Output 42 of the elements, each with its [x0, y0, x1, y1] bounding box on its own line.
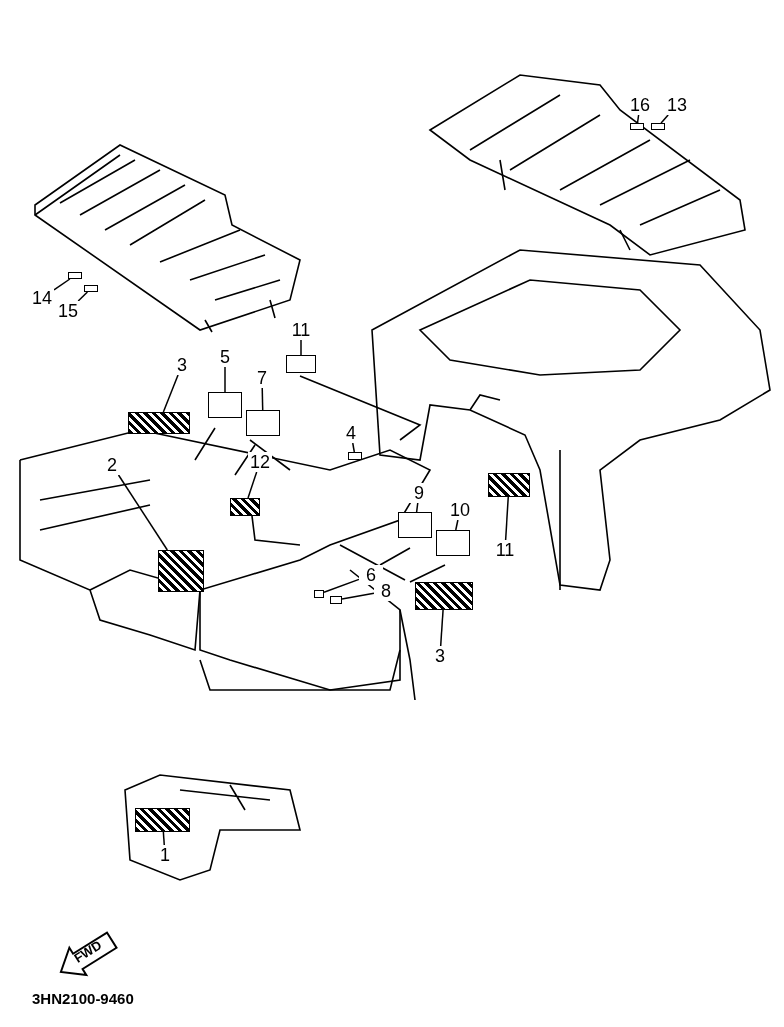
leader-line [504, 496, 509, 541]
leader-line [415, 502, 419, 513]
leader-line [53, 278, 71, 291]
leader-line [455, 519, 459, 531]
decal [630, 123, 644, 130]
leader-line [660, 114, 669, 124]
decal [348, 452, 362, 460]
decal [330, 596, 342, 604]
decal [135, 808, 190, 832]
callout-number: 6 [359, 565, 383, 585]
leader-line [117, 474, 169, 551]
decal [651, 123, 665, 130]
decal [208, 392, 242, 418]
leader-line [261, 387, 264, 411]
part-code: 3HN2100-9460 [32, 990, 134, 1007]
callout-number: 10 [448, 500, 472, 520]
decal [246, 410, 280, 436]
callout-number: 13 [665, 95, 689, 115]
callout-number: 12 [248, 452, 272, 472]
leader-line [162, 831, 166, 846]
forward-label: FWD [71, 937, 105, 966]
leader-line [352, 442, 356, 453]
decal [314, 590, 324, 598]
decal [158, 550, 204, 592]
decal [415, 582, 473, 610]
decal [286, 355, 316, 373]
leader-line [224, 366, 226, 393]
leader-line [247, 471, 258, 499]
leader-line [300, 339, 302, 356]
decal [398, 512, 432, 538]
decal [436, 530, 470, 556]
leader-line [77, 291, 89, 302]
decal [488, 473, 530, 497]
leader-line [636, 114, 640, 124]
decal [230, 498, 260, 516]
decal [68, 272, 82, 279]
leader-line [162, 374, 179, 413]
decal [128, 412, 190, 434]
leader-line [439, 609, 444, 647]
leader-line [341, 592, 375, 600]
decal [84, 285, 98, 292]
leader-line [323, 578, 360, 593]
